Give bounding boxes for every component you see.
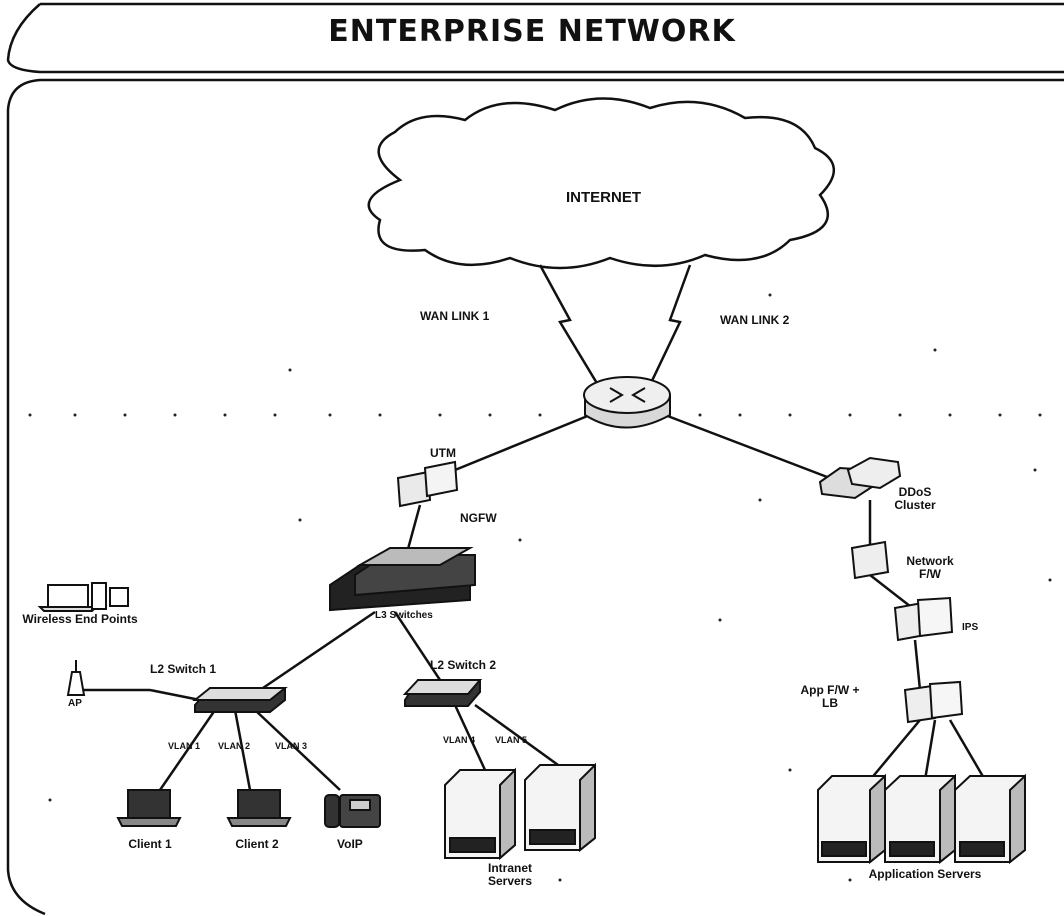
page-title: ENTERPRISE NETWORK — [328, 14, 736, 49]
client-2-label: Client 2 — [235, 837, 279, 851]
internet-cloud — [367, 97, 836, 270]
wan-link-1-label: WAN LINK 1 — [420, 309, 490, 323]
ddos-cluster-icon — [818, 456, 902, 500]
l3-switches-icon — [329, 547, 476, 612]
ap-label: AP — [68, 698, 82, 709]
l2-switch-2-label: L2 Switch 2 — [430, 658, 497, 672]
l3-switches-label: L3 Switches — [375, 610, 433, 621]
title-banner-outline — [6, 2, 1064, 74]
wan-link-2-label: WAN LINK 2 — [720, 313, 790, 327]
voip-phone-icon — [324, 794, 381, 828]
ddos-cluster-label: DDoS Cluster — [894, 485, 936, 513]
client-1-laptop-icon — [116, 789, 182, 827]
client-1-label: Client 1 — [128, 837, 172, 851]
vlan-1-label: VLAN 1 — [168, 741, 201, 751]
core-router-icon — [583, 376, 671, 429]
app-firewall-lb-icon — [903, 680, 964, 724]
intranet-servers-label: Intranet Servers — [487, 861, 533, 889]
network-firewall-icon — [850, 540, 890, 580]
client-2-laptop-icon — [226, 789, 292, 827]
vlan-3-label: VLAN 3 — [275, 741, 308, 751]
wan-link-1-line — [538, 264, 600, 386]
vlan-4-label: VLAN 4 — [443, 735, 476, 745]
connection-lines — [80, 413, 987, 791]
voip-label: VoIP — [337, 837, 363, 851]
application-servers-label: Application Servers — [868, 867, 982, 881]
wireless-end-points-label: Wireless End Points — [22, 612, 138, 626]
content-frame-outline — [6, 78, 1064, 916]
ips-icon — [893, 596, 954, 642]
l2-switch-2-icon — [402, 679, 483, 707]
internet-label: INTERNET — [566, 189, 641, 206]
vlan-5-label: VLAN 5 — [495, 735, 528, 745]
dotted-guides — [28, 293, 1052, 882]
wan-link-2-line — [648, 264, 692, 386]
l2-switch-1-icon — [192, 687, 288, 713]
wireless-end-points-icon — [37, 582, 129, 612]
l2-switch-1-label: L2 Switch 1 — [150, 662, 217, 676]
utm-ngfw-firewall-icon — [396, 460, 459, 508]
utm-label: UTM — [430, 446, 456, 460]
ips-label: IPS — [962, 622, 979, 633]
app-firewall-lb-label: App F/W + LB — [800, 683, 860, 711]
intranet-servers-icon — [444, 762, 596, 861]
access-point-icon — [66, 660, 86, 696]
vlan-2-label: VLAN 2 — [218, 741, 251, 751]
ngfw-label: NGFW — [460, 511, 497, 525]
network-firewall-label: Network F/W — [906, 554, 954, 582]
application-servers-icon — [817, 773, 1026, 865]
